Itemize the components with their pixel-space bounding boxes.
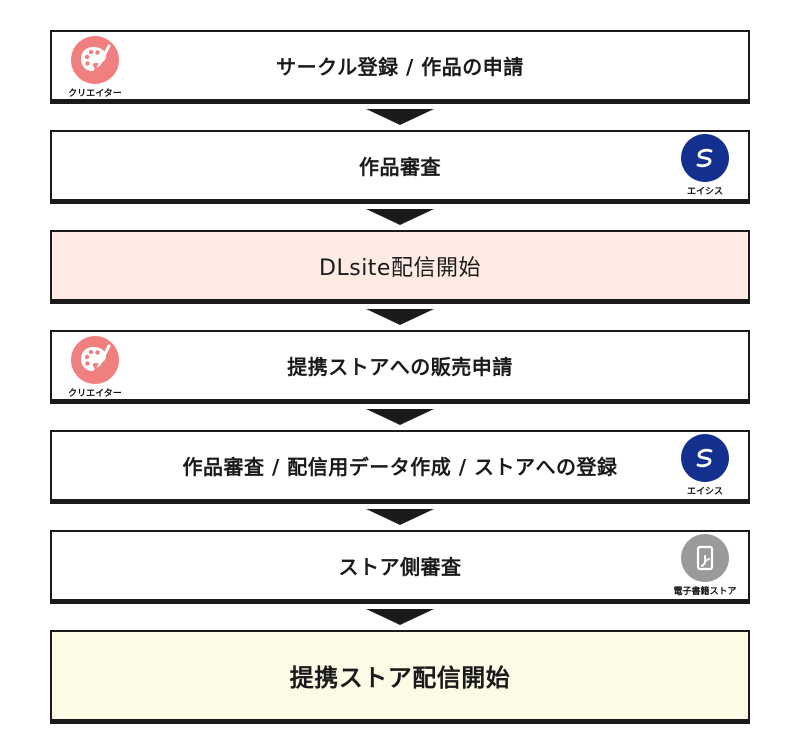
step-2-review: 作品審査 エイシス — [50, 130, 750, 204]
palette-icon — [71, 36, 119, 84]
step-5-data-creation: 作品審査 / 配信用データ作成 / ストアへの登録 エイシス — [50, 430, 750, 504]
step-label: サークル登録 / 作品の申請 — [276, 55, 524, 79]
eisys-logo-icon — [681, 434, 729, 482]
step-1-circle-registration: クリエイター サークル登録 / 作品の申請 — [50, 30, 750, 104]
eisys-badge: エイシス — [666, 134, 744, 197]
step-7-store-release: 提携ストア配信開始 — [50, 630, 750, 724]
down-arrow-icon — [366, 109, 434, 125]
step-label: DLsite配信開始 — [319, 255, 481, 281]
eisys-label: エイシス — [686, 187, 723, 197]
down-arrow-icon — [366, 609, 434, 625]
step-4-store-application: クリエイター 提携ストアへの販売申請 — [50, 330, 750, 404]
tablet-icon — [681, 534, 729, 582]
down-arrow-icon — [366, 309, 434, 325]
store-label: 電子書籍ストア — [673, 587, 737, 597]
palette-icon — [71, 336, 119, 384]
step-label: 提携ストア配信開始 — [289, 664, 511, 692]
step-label: 提携ストアへの販売申請 — [287, 355, 513, 379]
step-label: ストア側審査 — [338, 555, 462, 579]
creator-badge: クリエイター — [56, 336, 134, 399]
step-label: 作品審査 — [359, 155, 441, 179]
down-arrow-icon — [366, 409, 434, 425]
eisys-label: エイシス — [686, 487, 723, 497]
store-badge: 電子書籍ストア — [666, 534, 744, 597]
down-arrow-icon — [366, 209, 434, 225]
step-label: 作品審査 / 配信用データ作成 / ストアへの登録 — [182, 455, 618, 479]
step-6-store-review: ストア側審査 電子書籍ストア — [50, 530, 750, 604]
creator-label: クリエイター — [68, 89, 122, 99]
creator-label: クリエイター — [68, 389, 122, 399]
step-3-dlsite-release: DLsite配信開始 — [50, 230, 750, 304]
down-arrow-icon — [366, 509, 434, 525]
creator-badge: クリエイター — [56, 36, 134, 99]
eisys-badge: エイシス — [666, 434, 744, 497]
eisys-logo-icon — [681, 134, 729, 182]
